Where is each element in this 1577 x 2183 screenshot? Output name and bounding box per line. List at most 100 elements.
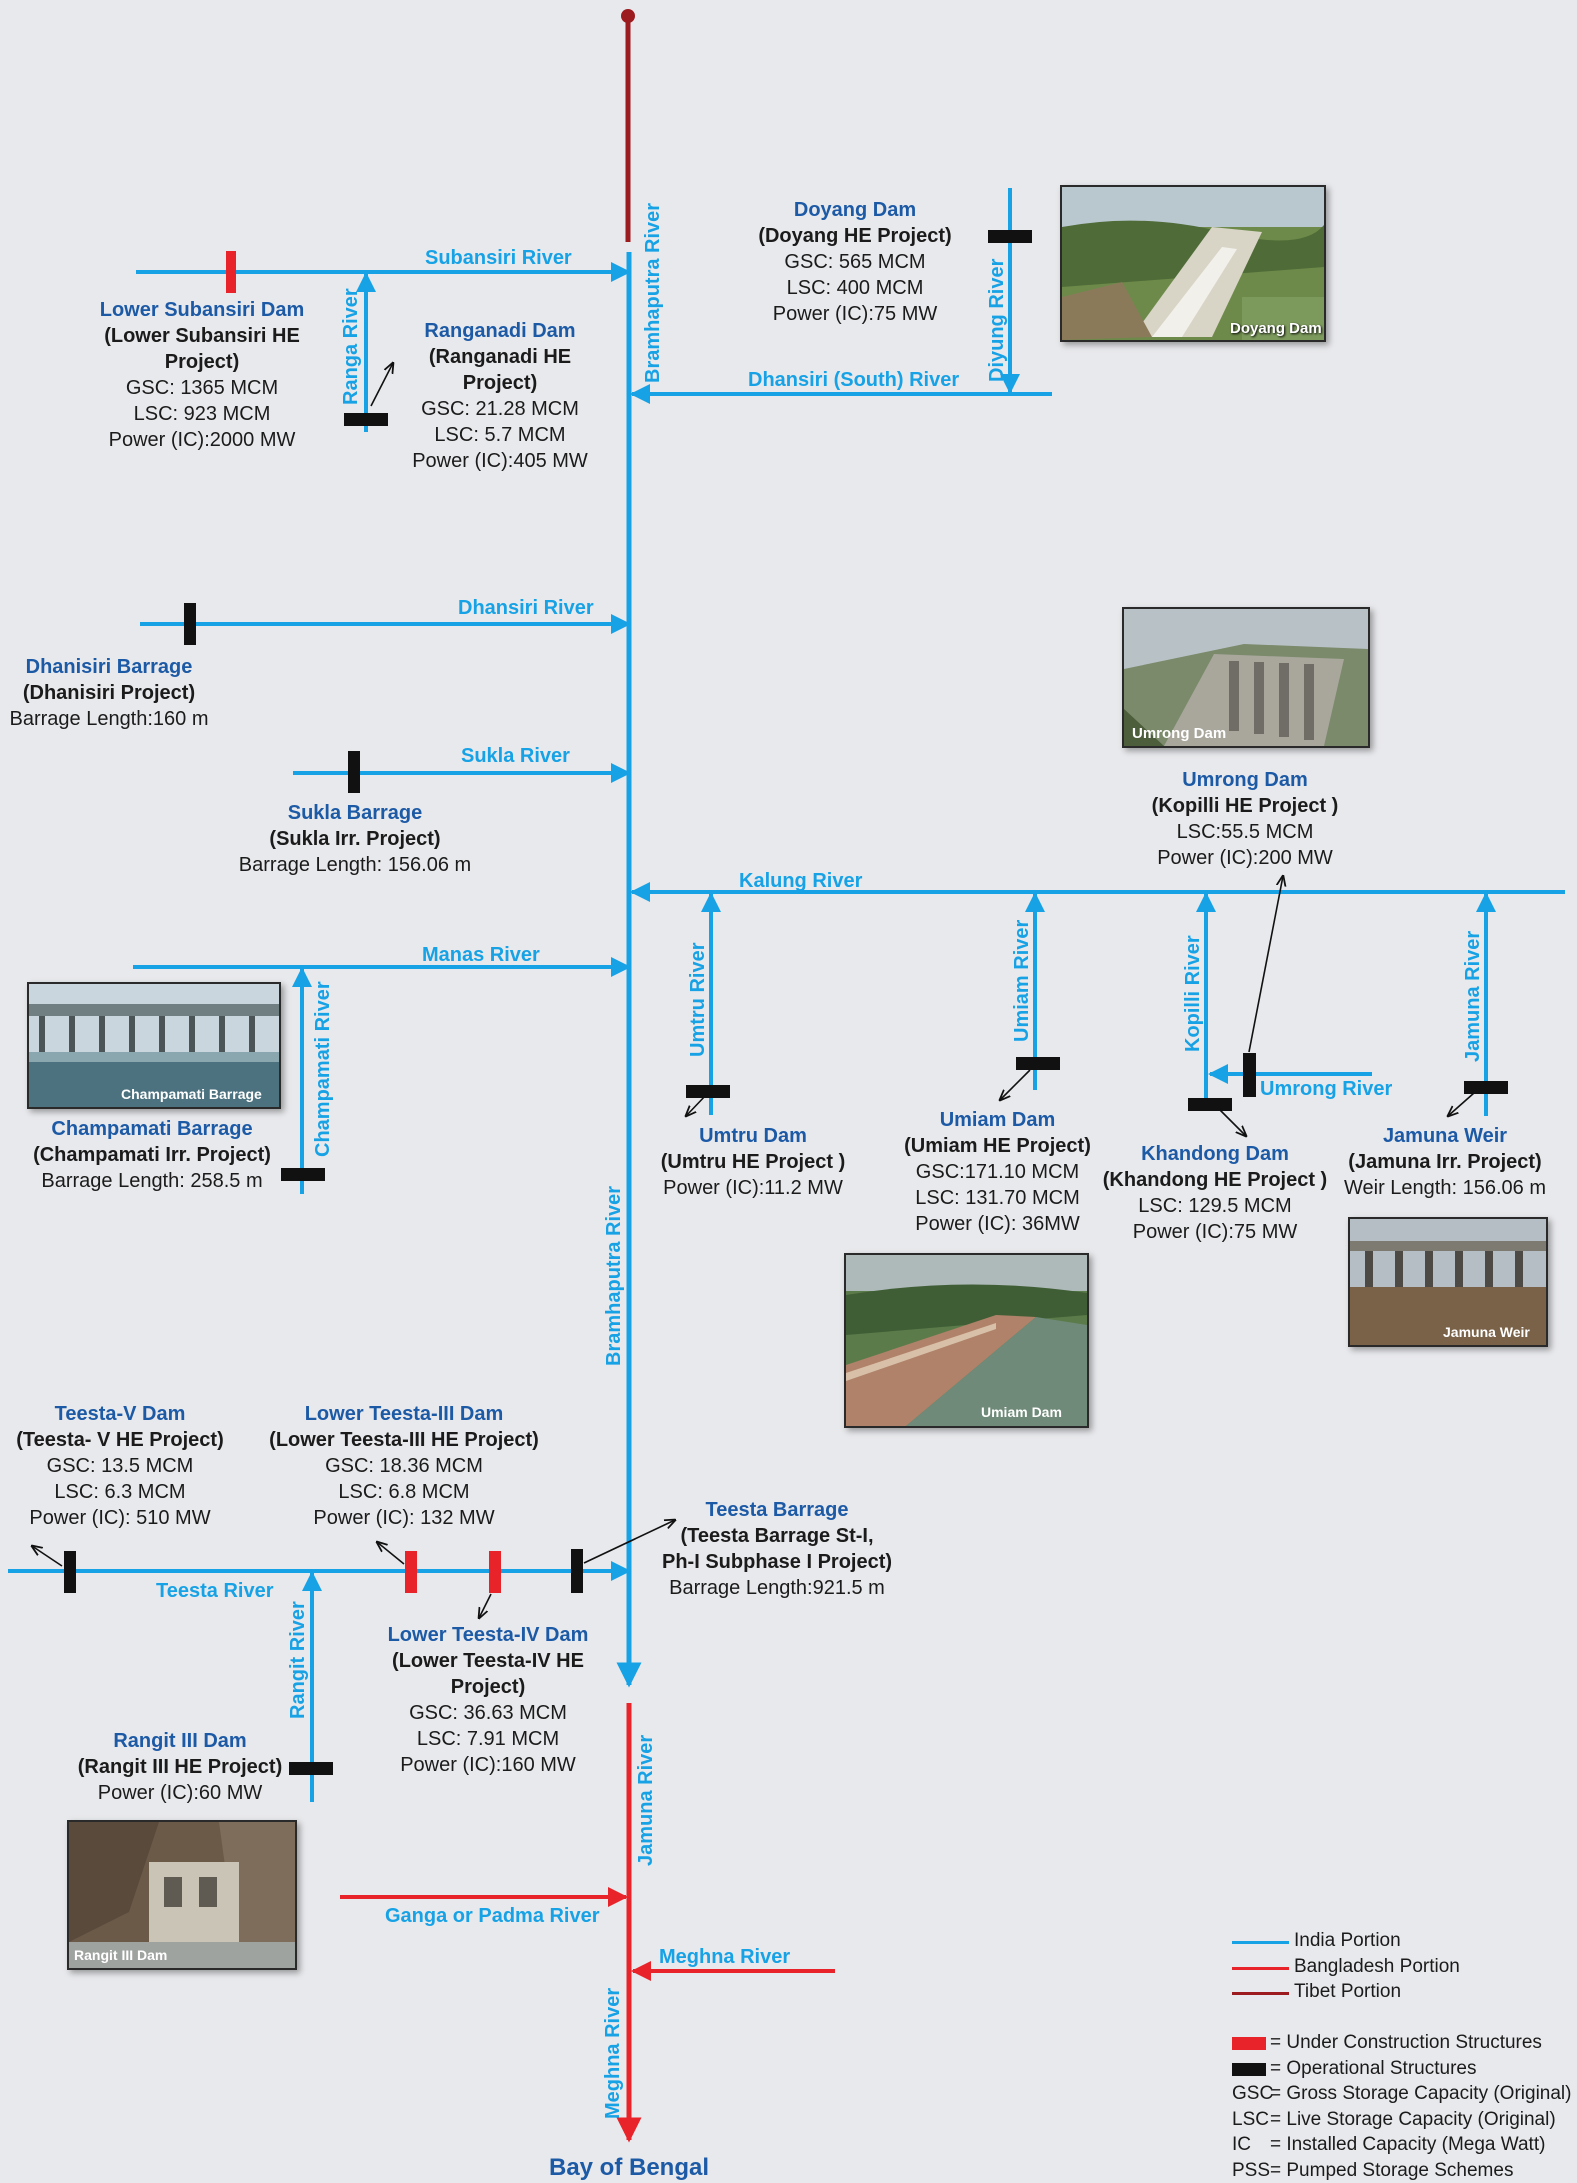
- structure-gsc: GSC: 36.63 MCM: [380, 1700, 596, 1726]
- structure-gsc: GSC: 18.36 MCM: [266, 1453, 542, 1479]
- umrong-leader-arrow: [1249, 876, 1283, 1052]
- umiam-leader-arrow: [1000, 1070, 1030, 1100]
- legend-ic-def: = Installed Capacity (Mega Watt): [1270, 2132, 1545, 2158]
- structure-power: Power (IC):60 MW: [70, 1780, 290, 1806]
- legend-pss-row: PSS = Pumped Storage Schemes: [1230, 2158, 1575, 2183]
- ranga-river-label: Ranga River: [340, 288, 362, 405]
- structure-project: (Lower Teesta-III HE Project): [266, 1427, 542, 1453]
- legend-under-construction-row: = Under Construction Structures: [1230, 2030, 1575, 2056]
- dhanisiri-barrage-label: Dhanisiri Barrage (Dhanisiri Project) Ba…: [0, 654, 218, 732]
- structure-project-cont: Ph-I Subphase I Project): [662, 1549, 892, 1575]
- lower-subansiri-dam-label: Lower Subansiri Dam (Lower Subansiri HE …: [82, 297, 322, 453]
- structure-name: Umtru Dam: [648, 1123, 858, 1149]
- structure-name: Sukla Barrage: [225, 800, 485, 826]
- structure-name: Jamuna Weir: [1335, 1123, 1555, 1149]
- structure-lsc: LSC: 6.8 MCM: [266, 1479, 542, 1505]
- structure-name: Lower Teesta-IV Dam: [380, 1622, 596, 1648]
- legend-spacer: [1230, 2005, 1575, 2031]
- bramhaputra-upper-river-label: Bramhaputra River: [642, 203, 664, 383]
- legend-gsc-abbr: GSC: [1232, 2081, 1273, 2107]
- jamuna-weir-image: Jamuna Weir: [1350, 1219, 1546, 1345]
- umtru-river-label: Umtru River: [687, 942, 709, 1057]
- structure-project-cont: Project): [390, 370, 610, 396]
- doyang-dam-image: Doyang Dam: [1062, 187, 1324, 340]
- structure-power: Power (IC): 510 MW: [10, 1505, 230, 1531]
- subansiri-river-label: Subansiri River: [425, 247, 572, 269]
- structure-project: (Umiam HE Project): [895, 1133, 1100, 1159]
- legend-tibet-label: Tibet Portion: [1294, 1979, 1401, 2005]
- ranganadi-dam-marker: [344, 413, 388, 426]
- doyang-dam-label: Doyang Dam (Doyang HE Project) GSC: 565 …: [740, 197, 970, 327]
- teesta-v-dam-marker: [64, 1551, 76, 1593]
- structure-length: Barrage Length: 258.5 m: [22, 1168, 282, 1194]
- legend-lsc-row: LSC = Live Storage Capacity (Original): [1230, 2107, 1575, 2133]
- structure-project: (Teesta Barrage St-I,: [662, 1523, 892, 1549]
- structure-project: (Lower Teesta-IV HE: [380, 1648, 596, 1674]
- umtru-dam-label: Umtru Dam (Umtru HE Project ) Power (IC)…: [648, 1123, 858, 1201]
- structure-length: Barrage Length:921.5 m: [662, 1575, 892, 1601]
- ganga-river-label: Ganga or Padma River: [385, 1905, 600, 1927]
- structure-project: (Lower Subansiri HE: [82, 323, 322, 349]
- structure-name: Ranganadi Dam: [390, 318, 610, 344]
- structure-project: (Ranganadi HE: [390, 344, 610, 370]
- legend-under-construction-swatch: [1232, 2037, 1266, 2050]
- bay-of-bengal-label: Bay of Bengal: [549, 2154, 709, 2181]
- meghna-river-label: Meghna River: [659, 1946, 790, 1968]
- sukla-barrage-label: Sukla Barrage (Sukla Irr. Project) Barra…: [225, 800, 485, 878]
- structure-name: Champamati Barrage: [22, 1116, 282, 1142]
- umiam-dam-image: Umiam Dam: [846, 1255, 1087, 1426]
- structure-lsc: LSC: 923 MCM: [82, 401, 322, 427]
- lower-teesta-iii-dam-marker: [405, 1551, 417, 1593]
- legend-under-construction-label: = Under Construction Structures: [1270, 2030, 1542, 2056]
- structure-name: Lower Teesta-III Dam: [266, 1401, 542, 1427]
- legend-pss-def: = Pumped Storage Schemes: [1270, 2158, 1513, 2183]
- legend-operational-swatch: [1232, 2063, 1266, 2076]
- ranganadi-dam-label: Ranganadi Dam (Ranganadi HE Project) GSC…: [390, 318, 610, 474]
- jamuna-weir-label: Jamuna Weir (Jamuna Irr. Project) Weir L…: [1335, 1123, 1555, 1201]
- structure-project: (Jamuna Irr. Project): [1335, 1149, 1555, 1175]
- jamuna-weir-leader-arrow: [1448, 1093, 1474, 1116]
- structure-power: Power (IC): 36MW: [895, 1211, 1100, 1237]
- teesta-river-label: Teesta River: [156, 1580, 274, 1602]
- umiam-dam-photo: Umiam Dam: [844, 1253, 1089, 1428]
- sukla-barrage-marker: [348, 751, 360, 793]
- structure-lsc: LSC: 5.7 MCM: [390, 422, 610, 448]
- structure-lsc: LSC: 131.70 MCM: [895, 1185, 1100, 1211]
- champamati-barrage-marker: [281, 1168, 325, 1181]
- legend-pss-abbr: PSS: [1232, 2158, 1270, 2183]
- structure-project: (Umtru HE Project ): [648, 1149, 858, 1175]
- legend-bangladesh-row: Bangladesh Portion: [1230, 1954, 1575, 1980]
- structure-power: Power (IC):160 MW: [380, 1752, 596, 1778]
- structure-lsc: LSC: 400 MCM: [740, 275, 970, 301]
- jamuna-tributary-label: Jamuna River: [1462, 931, 1484, 1062]
- khandong-dam-marker: [1188, 1098, 1232, 1111]
- legend-lsc-def: = Live Storage Capacity (Original): [1270, 2107, 1556, 2133]
- structure-length: Barrage Length:160 m: [0, 706, 218, 732]
- structure-name: Teesta Barrage: [662, 1497, 892, 1523]
- photo-caption: Rangit III Dam: [74, 1947, 167, 1963]
- kalung-river-label: Kalung River: [739, 870, 863, 892]
- legend-ic-abbr: IC: [1232, 2132, 1251, 2158]
- structure-project: (Rangit III HE Project): [70, 1754, 290, 1780]
- structure-project: (Sukla Irr. Project): [225, 826, 485, 852]
- teesta-barrage-label: Teesta Barrage (Teesta Barrage St-I, Ph-…: [662, 1497, 892, 1601]
- doyang-dam-marker: [988, 230, 1032, 243]
- structure-lsc: LSC: 6.3 MCM: [10, 1479, 230, 1505]
- structure-project: (Dhanisiri Project): [0, 680, 218, 706]
- legend-gsc-row: GSC = Gross Storage Capacity (Original): [1230, 2081, 1575, 2107]
- structure-power: Power (IC):75 MW: [740, 301, 970, 327]
- structure-length: Weir Length: 156.06 m: [1335, 1175, 1555, 1201]
- structure-gsc: GSC:171.10 MCM: [895, 1159, 1100, 1185]
- umrong-dam-photo: Umrong Dam: [1122, 607, 1370, 748]
- legend-operational-row: = Operational Structures: [1230, 2056, 1575, 2082]
- structure-lsc: LSC: 7.91 MCM: [380, 1726, 596, 1752]
- dhansiri-south-river-label: Dhansiri (South) River: [748, 369, 959, 391]
- legend: India Portion Bangladesh Portion Tibet P…: [1230, 1928, 1575, 2183]
- umiam-dam-label: Umiam Dam (Umiam HE Project) GSC:171.10 …: [895, 1107, 1100, 1237]
- structure-name: Dhanisiri Barrage: [0, 654, 218, 680]
- diyung-river-label: Diyung River: [986, 258, 1008, 382]
- structure-project: (Kopilli HE Project ): [1130, 793, 1360, 819]
- dhansiri-river-label: Dhansiri River: [458, 597, 594, 619]
- legend-lsc-abbr: LSC: [1232, 2107, 1269, 2133]
